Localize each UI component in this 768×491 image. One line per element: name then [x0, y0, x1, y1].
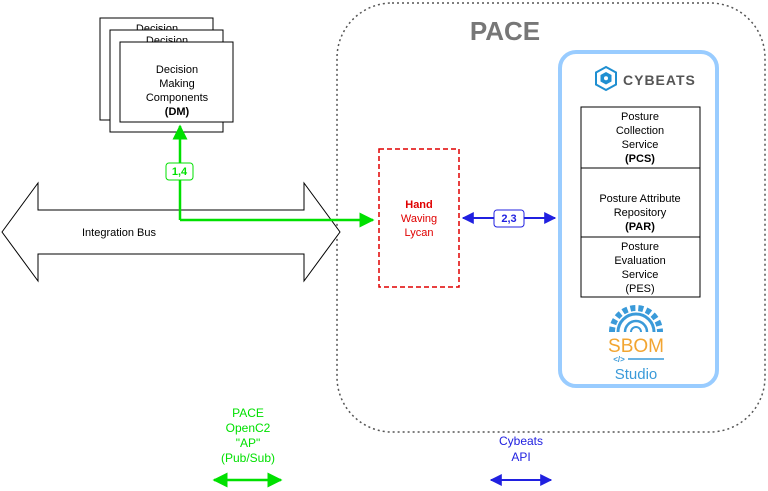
legend-cybeats-line1: Cybeats [499, 434, 543, 448]
pcs-line2: Collection [616, 125, 664, 137]
par-box [580, 167, 701, 238]
dm-label-line2: Making [159, 78, 194, 90]
pes-line2: Evaluation [614, 255, 665, 267]
cybeats-brand: CYBEATS [623, 72, 696, 88]
lycan-box [378, 148, 460, 288]
dm-label-line4: (DM) [165, 106, 190, 118]
dm-label-line1: Decision [156, 64, 198, 76]
decision-making-components: Decision Decision Decision Making Compon… [99, 17, 234, 133]
cybeats-logo-icon [595, 65, 617, 92]
dm-label-line3: Components [146, 92, 209, 104]
pcs-line3: Service [622, 139, 659, 151]
pes-box [580, 236, 701, 298]
sbom-code-glyph: </> [613, 355, 625, 364]
dm-box-front [119, 41, 234, 123]
badge-2-3 [493, 209, 525, 228]
legend-pace-line3: "AP" [236, 436, 261, 450]
badge-1-4 [165, 162, 194, 181]
pes-line3: Service [622, 269, 659, 281]
pace-title: PACE [470, 16, 540, 46]
legend-pace-line4: (Pub/Sub) [221, 451, 275, 465]
lycan-label-line2: Waving [401, 213, 437, 225]
legend-pace-line1: PACE [232, 406, 264, 420]
pcs-line1: Posture [621, 111, 659, 123]
pes-line4: (PES) [625, 283, 654, 295]
pes-line1: Posture [621, 241, 659, 253]
sbom-word: SBOM [608, 336, 664, 357]
sbom-gear-icon [609, 305, 663, 333]
lycan-label-line3: Lycan [405, 227, 434, 239]
legend-cybeats-line2: API [511, 450, 530, 464]
par-line3: (PAR) [625, 221, 655, 233]
par-line2: Repository [614, 207, 667, 219]
par-line1: Posture Attribute [599, 193, 680, 205]
badge-1-4-label: 1,4 [172, 166, 188, 178]
badge-2-3-label: 2,3 [501, 213, 516, 225]
studio-word: Studio [615, 366, 658, 383]
integration-bus-arrow [1, 181, 341, 283]
integration-bus-label: Integration Bus [82, 227, 156, 239]
pcs-line4: (PCS) [625, 153, 655, 165]
lycan-label-line1: Hand [405, 199, 433, 211]
legend-pace-line2: OpenC2 [226, 421, 271, 435]
